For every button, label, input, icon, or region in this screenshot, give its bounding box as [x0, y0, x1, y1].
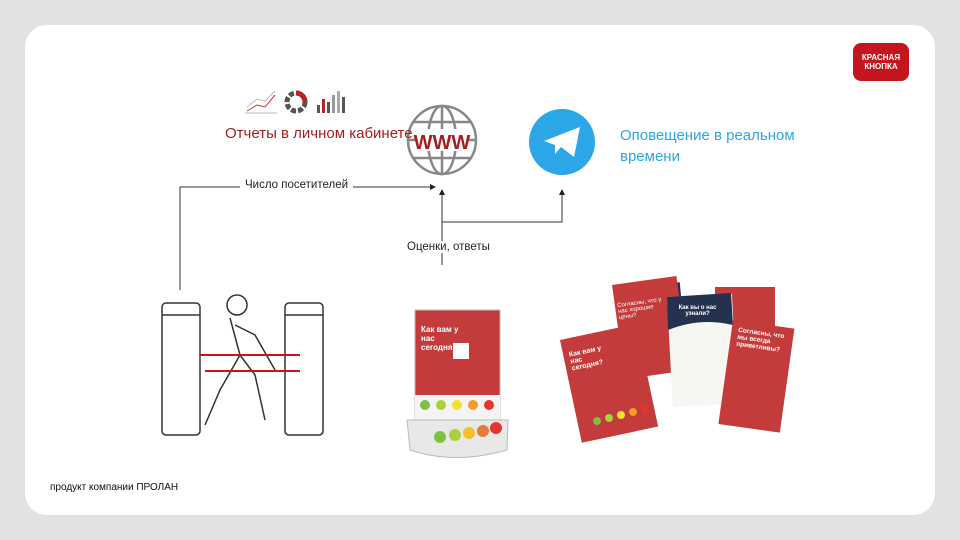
telegram-icon — [529, 109, 595, 175]
footer-text: продукт компании ПРОЛАН — [50, 482, 179, 493]
visitors-flow-label: Число посетителей — [240, 179, 354, 191]
stand-question: Как вам у нас сегодня? — [421, 325, 459, 352]
notification-line-1: Оповещение в реальном — [620, 127, 795, 144]
visitors-arrow — [179, 184, 436, 290]
bar-chart-icon — [317, 91, 345, 113]
brand-logo: КРАСНАЯ КНОПКА — [853, 43, 909, 81]
diagram-connectors: WWW — [161, 90, 795, 458]
globe-www-icon: WWW — [406, 104, 478, 176]
line-chart-icon — [245, 90, 277, 114]
feedback-cards-illustration — [560, 275, 795, 443]
turnstile-illustration — [161, 294, 324, 436]
slide: WWW КРАС — [25, 25, 935, 515]
reports-label: Отчеты в личном кабинете — [225, 125, 413, 142]
ratings-flow-label: Оценки, ответы — [402, 241, 495, 253]
svg-text:WWW: WWW — [414, 132, 471, 154]
telegram-arrow — [442, 189, 565, 223]
card-question: Как вы о нас узнали? — [678, 305, 717, 317]
feedback-stand-illustration — [406, 309, 509, 458]
donut-chart-icon — [284, 90, 308, 114]
notification-line-2: времени — [620, 148, 680, 165]
notification-label: Оповещение в реальном времени — [620, 125, 795, 167]
